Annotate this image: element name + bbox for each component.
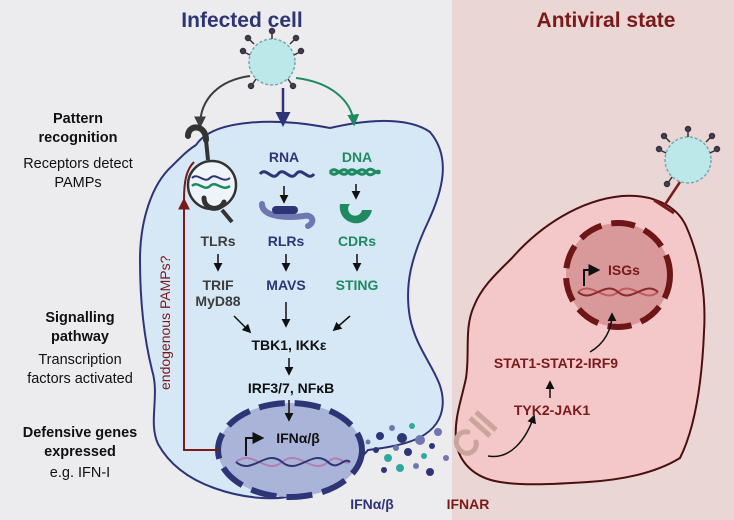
pattern-recognition-line1: Pattern [53,111,103,127]
arrow-ifnar-to-tyk2 [487,414,536,458]
signalling-line1: Signalling [45,310,114,326]
side-label-signalling: Signalling pathway Transcription factors… [27,310,133,387]
endosome-icon [186,159,238,224]
header-antiviral-state: Antiviral state [537,9,676,32]
rna-strand-icon [258,170,316,178]
label-myd88: MyD88 [195,293,240,309]
isg-nuclear-envelope [563,220,673,330]
arrow-trif-to-tbk1 [233,315,252,334]
label-isgs: ISGs [608,262,640,278]
label-ifnar: IFNAR [447,496,490,512]
endogenous-feedback-curve [183,161,195,201]
label-rna: RNA [269,149,299,165]
tf-line2: factors activated [27,371,133,387]
defensive-line1: Defensive genes [23,425,137,441]
arrow-sting-to-tbk1 [332,315,351,332]
ifn-promoter-arrow [245,432,265,456]
virus-top-icon [239,27,305,90]
ifn-particles-icon [365,423,449,476]
ifn-dna-strand-2 [235,456,351,468]
tf-line1: Transcription [38,352,121,368]
defensive-line3: e.g. IFN-I [50,465,110,481]
receptors-line1: Receptors detect [23,156,133,172]
label-tlrs: TLRs [201,233,236,249]
label-rlrs: RLRs [268,233,305,249]
dna-helix-icon [328,167,382,177]
cdr-receptor-icon [339,204,372,224]
arrow-virus-to-dna [295,77,360,127]
arrow-virus-to-tlr [194,75,251,129]
defensive-line2: expressed [44,444,116,460]
label-irf-nfkb: IRF3/7, NFκB [248,380,334,396]
inhibition-bar [653,198,675,215]
signalling-line2: pathway [51,329,109,345]
ifnar-receptor-icon [453,410,498,456]
isg-dna-strand-2 [577,287,659,297]
isg-nucleus [566,223,670,327]
label-ifn-gene: IFNα/β [276,430,320,446]
receptors-line2: PAMPs [54,175,101,191]
label-stat-complex: STAT1-STAT2-IRF9 [494,355,618,371]
tlr-membrane-receptor-icon [185,124,210,161]
label-trif: TRIF [202,277,234,293]
isg-promoter-arrow [583,264,601,286]
label-sting: STING [336,277,379,293]
header-infected-cell: Infected cell [181,9,302,32]
side-label-pattern-recognition: Pattern recognition Receptors detect PAM… [23,111,133,191]
label-ifn-ab-secreted: IFNα/β [350,496,394,512]
ifn-nucleus [218,403,362,497]
arrow-endogenous-feedback [178,197,220,451]
label-tbk1-ikke: TBK1, IKKε [251,337,326,353]
label-cdrs: CDRs [338,233,376,249]
rlr-receptor-icon [259,201,316,229]
arrow-stat-to-isgs [589,312,617,353]
side-label-defensive-genes: Defensive genes expressed e.g. IFN-I [23,425,137,481]
label-dna: DNA [342,149,372,165]
pattern-recognition-line2: recognition [39,130,118,146]
inhibition-line [662,181,682,207]
label-mavs: MAVS [266,277,305,293]
virus-right-icon [655,125,721,188]
label-endogenous-pamps: endogenous PAMPs? [157,255,173,390]
label-tyk2-jak1: TYK2-JAK1 [514,402,590,418]
